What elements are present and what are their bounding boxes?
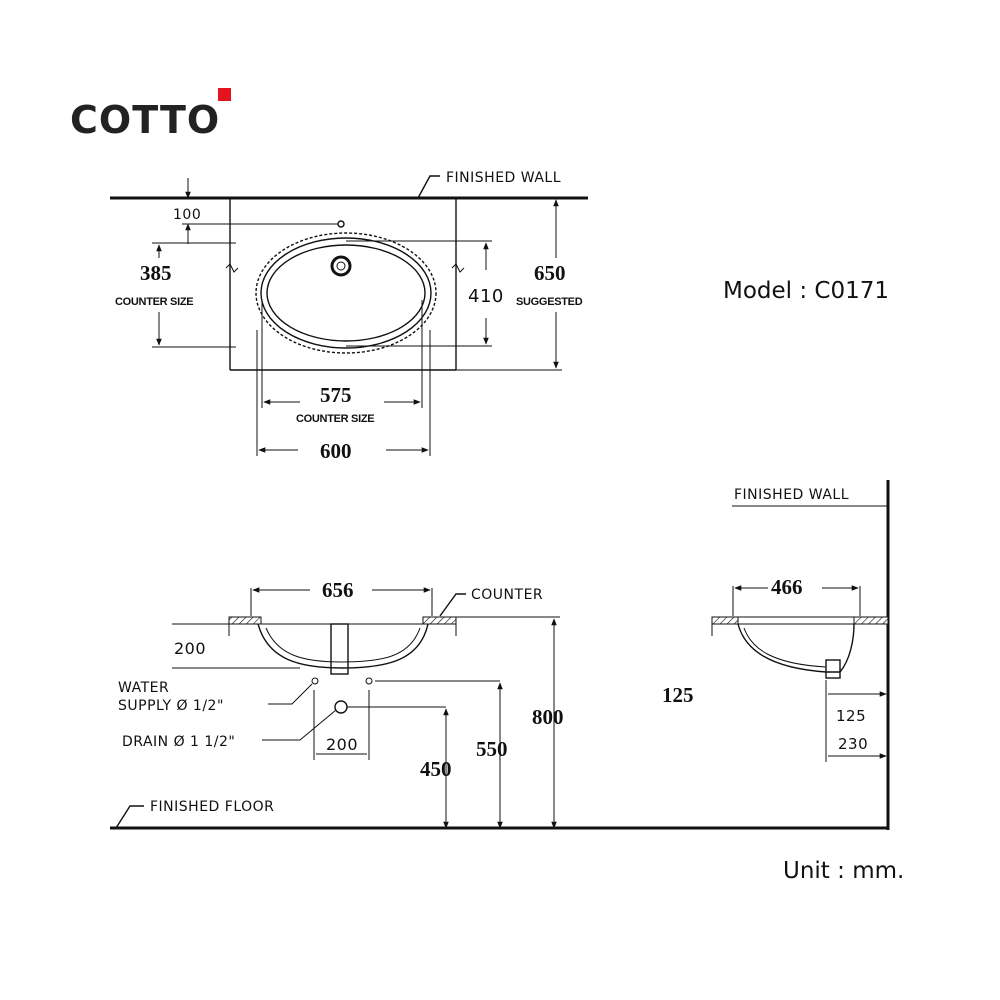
suggested-label: SUGGESTED (516, 296, 583, 308)
dim-200-left: 200 (174, 639, 206, 658)
counter-size-bottom: COUNTER SIZE (296, 413, 374, 425)
drain-label: DRAIN Ø 1 1/2" (122, 734, 235, 750)
side-view: FINISHED WALL 466 125 125 230 (662, 480, 890, 830)
drain-outlet-symbol (334, 700, 348, 714)
top-view: FINISHED WALL 100 385 COUNTER SIZE (110, 170, 588, 463)
water-supply-left-symbol (311, 677, 319, 685)
dim-385: 385 (140, 261, 172, 285)
finished-wall-leader-top (417, 175, 440, 199)
dim-600: 600 (320, 439, 352, 463)
drain-leader (262, 709, 337, 741)
finished-floor-leader (115, 805, 144, 829)
supply-leader (268, 683, 313, 705)
drain-pipe (330, 623, 349, 675)
basin-inner-front (265, 627, 421, 663)
dim-100: 100 (173, 207, 201, 223)
brand-accent-square (218, 88, 231, 101)
basin-side-inner (743, 627, 827, 668)
dim-575: 575 (320, 383, 352, 407)
basin-rim (260, 237, 432, 349)
dim-125-left: 125 (662, 683, 694, 707)
dim-656: 656 (322, 578, 354, 602)
tap-hole (337, 220, 345, 228)
brand-name: COTTO (70, 98, 220, 142)
basin-drain (330, 255, 352, 277)
counter-slab-right (422, 616, 457, 625)
cotto-logo: COTTO (70, 88, 231, 142)
dim-125: 125 (836, 707, 866, 725)
side-drain-pipe (825, 659, 841, 679)
finished-wall-label-side: FINISHED WALL (734, 487, 849, 503)
counter-leader (439, 593, 466, 617)
basin-bowl (266, 244, 426, 342)
water-label: WATER (118, 680, 169, 696)
side-counter-left (711, 616, 739, 625)
finished-floor-label: FINISHED FLOOR (150, 799, 274, 815)
dim-550: 550 (476, 737, 508, 761)
basin-bowl-front (257, 623, 429, 669)
break-mark-left (225, 263, 239, 273)
dim-450: 450 (420, 757, 452, 781)
counter-slab-left (228, 616, 262, 625)
basin-drain-inner (336, 261, 346, 271)
dim-230: 230 (838, 735, 868, 753)
dim-650: 650 (534, 261, 566, 285)
counter-size-left: COUNTER SIZE (115, 296, 193, 308)
finished-wall-label-top: FINISHED WALL (446, 170, 561, 186)
basin-side-profile (737, 623, 855, 673)
model-label: Model : C0171 (723, 278, 889, 304)
water-supply-right-symbol (365, 677, 373, 685)
break-mark-right (451, 263, 465, 273)
dim-800: 800 (532, 705, 564, 729)
basin-outer-rim (255, 232, 437, 354)
front-view: 656 COUNTER 200 WATER SUPPLY Ø 1/2" DRAI… (110, 578, 888, 830)
dim-466: 466 (771, 575, 803, 599)
side-counter-right (853, 616, 889, 625)
dim-200-bottom: 200 (326, 735, 358, 754)
supply-label: SUPPLY Ø 1/2" (118, 698, 224, 714)
dim-410: 410 (468, 286, 504, 307)
unit-label: Unit : mm. (783, 858, 904, 884)
counter-label: COUNTER (471, 587, 543, 603)
